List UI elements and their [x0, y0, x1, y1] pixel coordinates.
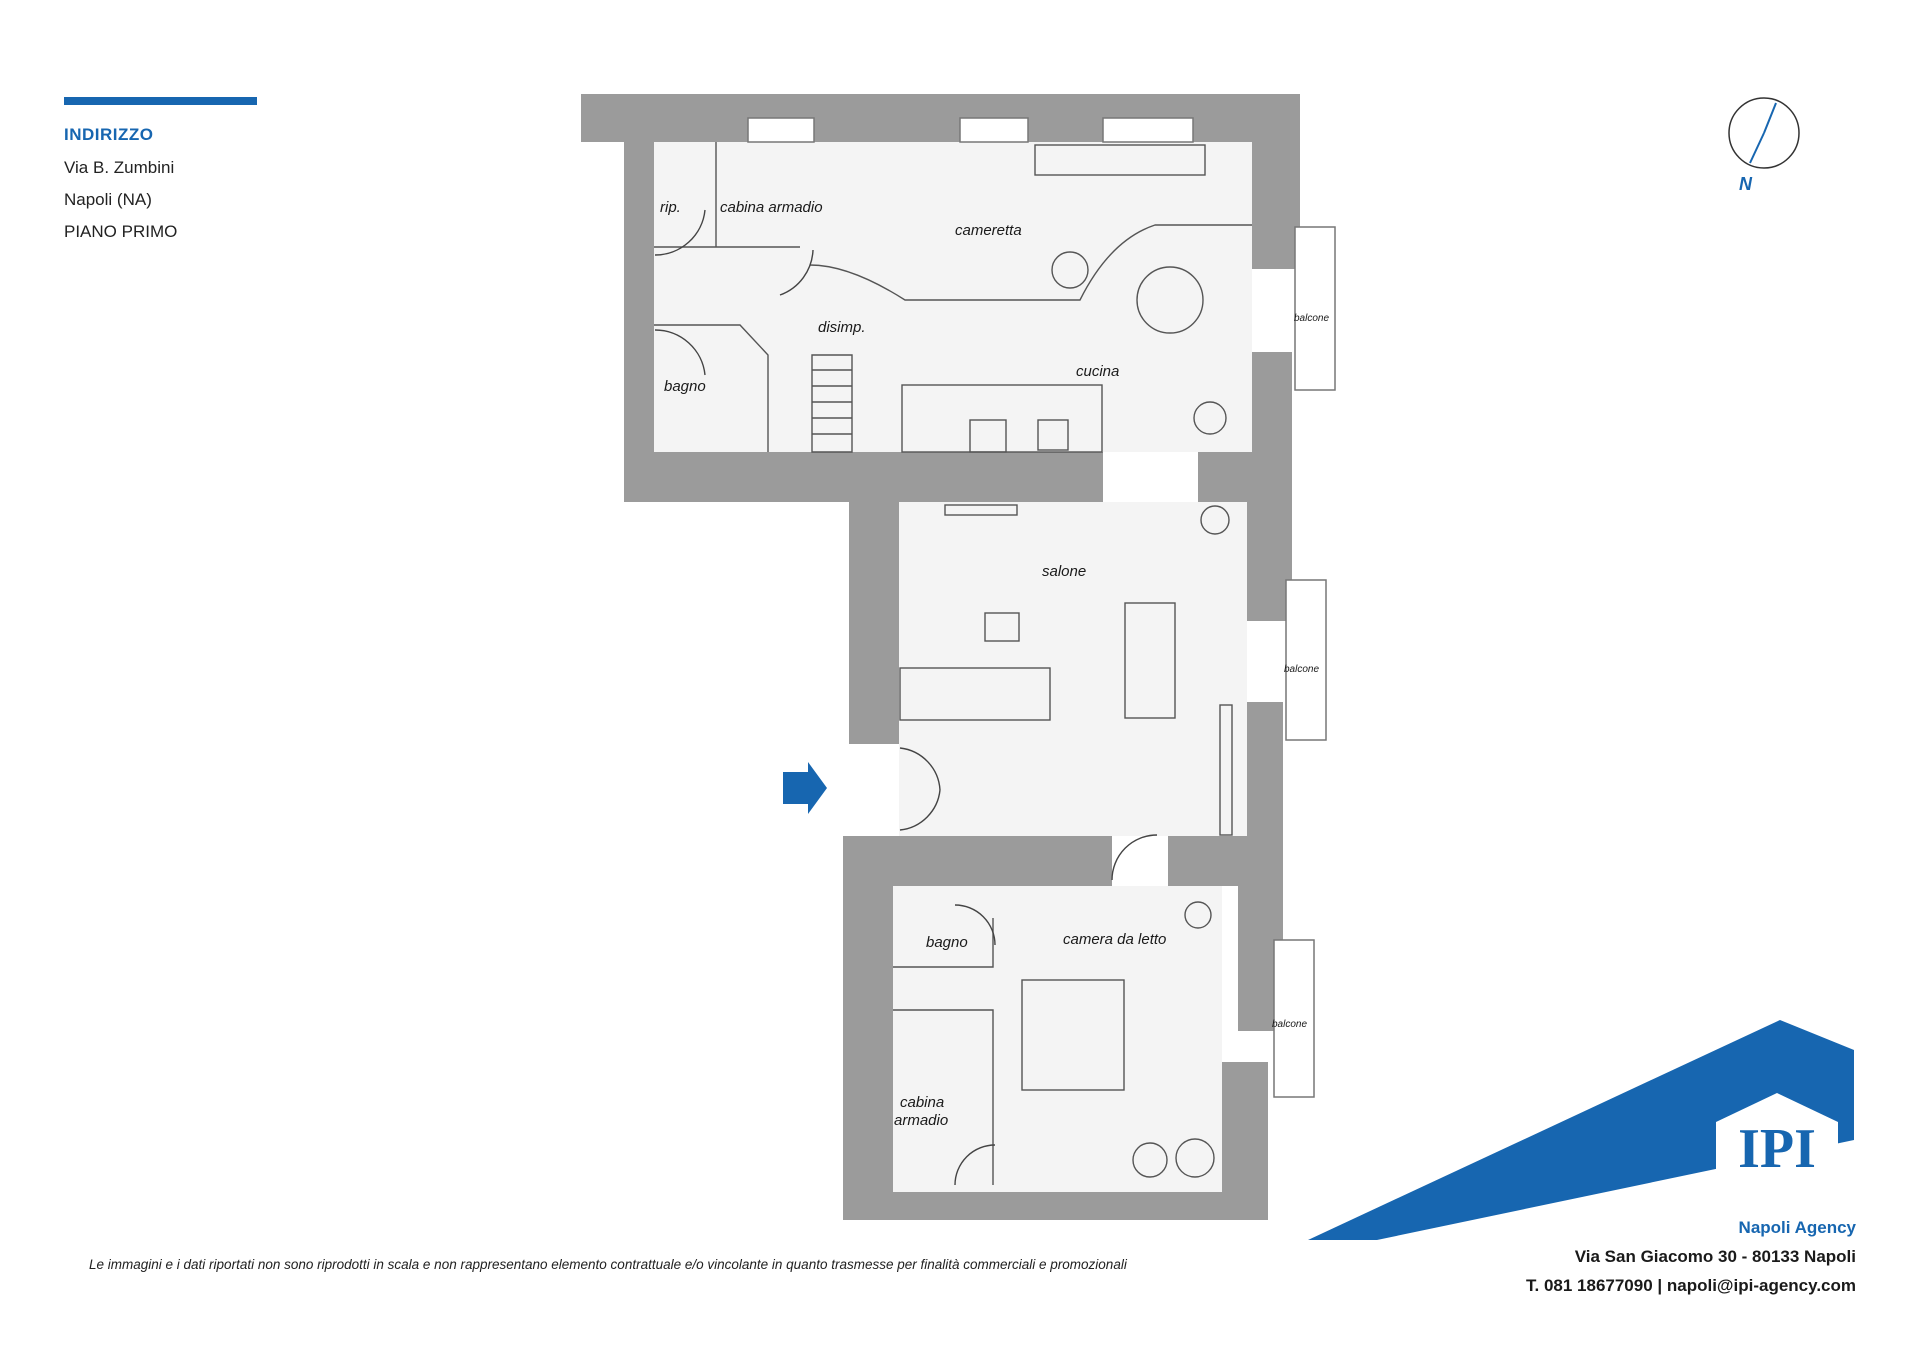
room-label-bagno-bottom: bagno [926, 934, 968, 951]
window-2 [959, 117, 1029, 143]
compass-needle-tail [1763, 102, 1777, 134]
wall-kitchen-right-block [1198, 452, 1248, 502]
bed [1021, 979, 1125, 1091]
sink [1037, 419, 1069, 451]
balcony-3 [1273, 939, 1315, 1098]
room-label-salone: salone [1042, 563, 1086, 580]
door-bagno-bottom [954, 904, 996, 946]
stair-steps [812, 369, 852, 435]
room-label-bagno-top: bagno [664, 378, 706, 395]
address-floor: PIANO PRIMO [64, 222, 178, 241]
floors [654, 142, 1252, 1192]
plant-2 [1200, 505, 1230, 535]
salone-shelf [944, 504, 1018, 516]
wall-right-upper [1252, 94, 1300, 269]
room-labels: rip. cabina armadio cameretta disimp. ba… [660, 199, 1166, 1129]
curved-wall [809, 224, 1252, 301]
doors [654, 209, 1158, 1186]
stove [969, 419, 1007, 453]
closet-wall [893, 1009, 994, 1185]
dining-table [1124, 602, 1176, 719]
agency-name: Napoli Agency [1738, 1218, 1856, 1237]
room-label-cameretta: cameretta [955, 222, 1022, 239]
disclaimer: Le immagini e i dati riportati non sono … [89, 1257, 1127, 1272]
room-label-cabina-armadio-top: cabina armadio [720, 199, 823, 216]
balcony-label-3: balcone [1272, 1019, 1307, 1030]
windows [747, 117, 1194, 143]
wall-left-upper [624, 142, 654, 502]
wall-bedroom-top-right [1168, 836, 1280, 886]
plant-1 [1193, 401, 1227, 435]
balcony-label-1: balcone [1294, 313, 1329, 324]
compass: N [1728, 97, 1800, 194]
wall-bedroom-top-left [882, 836, 1112, 886]
balcony-1 [1294, 226, 1336, 391]
agency-contact[interactable]: T. 081 18677090 | napoli@ipi-agency.com [1526, 1276, 1856, 1295]
balconies [1273, 226, 1336, 1098]
stairs [811, 354, 853, 453]
floor-salone [899, 502, 1247, 836]
balcony-labels: balcone balcone balcone [1272, 313, 1329, 1030]
compass-needle-icon [1749, 132, 1765, 164]
brand-roof-shape [1308, 1020, 1854, 1240]
wall-bottom [843, 1192, 1268, 1220]
address-title: INDIRIZZO [64, 125, 154, 144]
compass-circle [1728, 97, 1800, 169]
address-accent-bar [64, 97, 257, 105]
floor-upper [654, 142, 1252, 452]
room-label-cabina-bottom-1: cabina [900, 1094, 944, 1111]
door-cabina-bottom [954, 1144, 996, 1186]
address-city: Napoli (NA) [64, 190, 152, 209]
partition-lines [654, 142, 800, 248]
chair-1 [1132, 1142, 1168, 1178]
floor-bedroom [893, 886, 1222, 1192]
agency-address: Via San Giacomo 30 - 80133 Napoli [1574, 1247, 1856, 1266]
door-cabina [779, 249, 814, 296]
coffee-table [984, 612, 1020, 642]
wall-bedroom-left [843, 836, 893, 1220]
room-label-disimp: disimp. [818, 319, 866, 336]
door-rip [654, 209, 706, 256]
door-entrance-1 [899, 747, 941, 791]
walls [581, 94, 1300, 1220]
sofa [899, 667, 1051, 721]
wall-right-middle-top [1247, 352, 1292, 621]
room-label-rip: rip. [660, 199, 681, 216]
wall-salone-left [849, 452, 899, 744]
logo-text: IPI [1738, 1118, 1816, 1180]
door-bagno-top [654, 329, 706, 376]
balcony-2 [1285, 579, 1327, 741]
interior-lines [654, 142, 1252, 1185]
room-label-cucina: cucina [1076, 363, 1119, 380]
room-label-camera-da-letto: camera da letto [1063, 931, 1166, 948]
wall-kitchen-bottom [900, 452, 1103, 502]
plant-3 [1184, 901, 1212, 929]
compass-label: N [1739, 174, 1753, 194]
room-label-cabina-bottom-2: armadio [894, 1112, 948, 1129]
logo-hexagon [1716, 1093, 1838, 1207]
desk [1034, 144, 1206, 176]
address-street: Via B. Zumbini [64, 158, 175, 177]
door-entrance-2 [899, 789, 941, 831]
balcony-label-2: balcone [1284, 664, 1319, 675]
window-1 [747, 117, 815, 143]
round-table [1136, 266, 1204, 334]
chair-2 [1175, 1138, 1215, 1178]
bathroom-wall [654, 324, 769, 452]
entrance-arrow-icon [783, 762, 827, 814]
radiator [1219, 704, 1233, 836]
door-bedroom [1111, 834, 1158, 881]
desk-chair [1051, 251, 1089, 289]
window-3 [1102, 117, 1194, 143]
logo: IPI [1716, 1093, 1838, 1207]
